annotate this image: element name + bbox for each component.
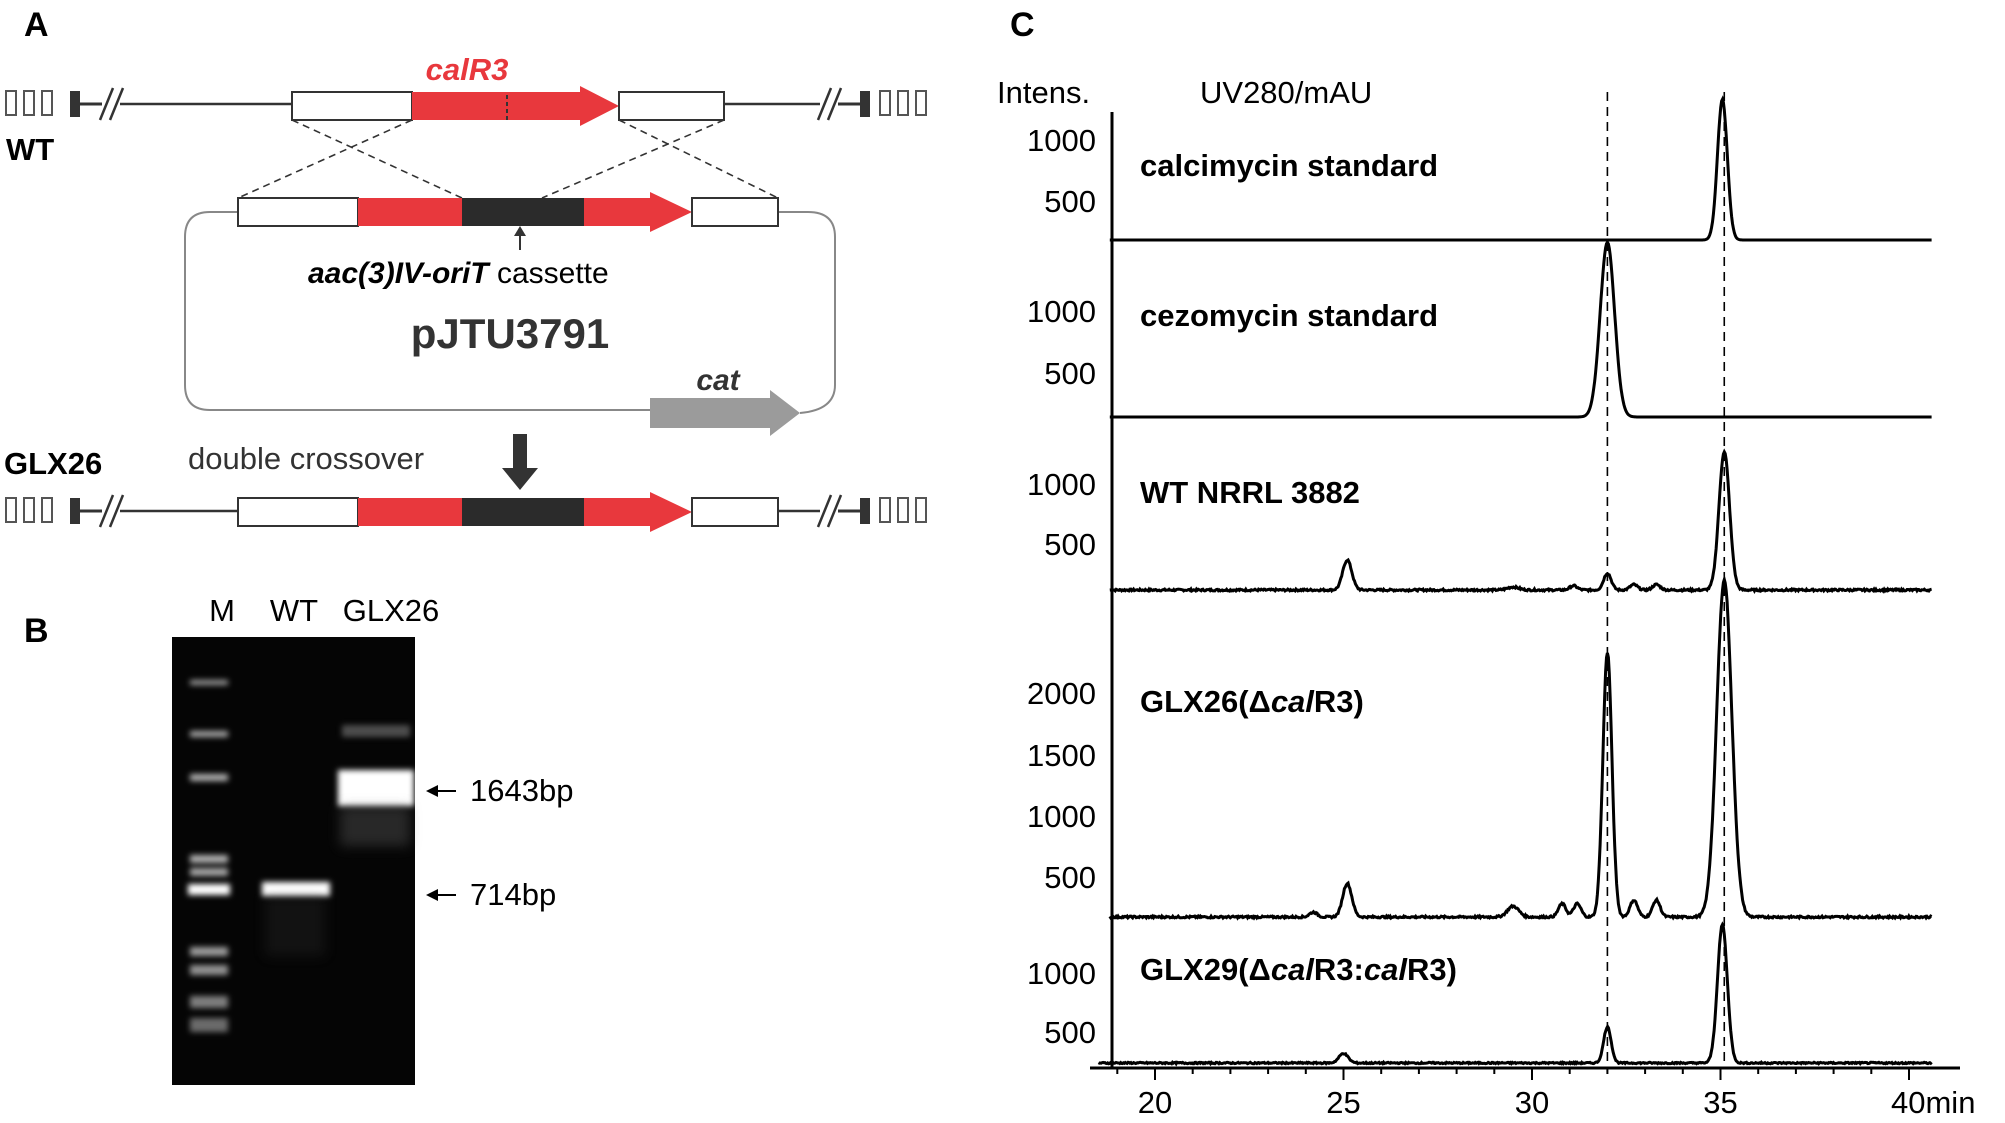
lane-label-glx26: GLX26 <box>343 593 440 628</box>
right-end-boxes <box>879 90 927 116</box>
trace-name: cezomycin standard <box>1140 298 1438 333</box>
mutant-label: GLX26 <box>4 446 102 481</box>
panel-b: B M WT GLX26 <box>24 593 573 1085</box>
chromatogram-trace <box>1097 921 1933 1067</box>
y-tick-label: 500 <box>1044 860 1096 895</box>
cassette-label-italic: aac(3)IV-oriT <box>308 257 491 290</box>
crossover-arrow-icon <box>502 434 538 490</box>
detector-label: UV280/mAU <box>1200 75 1372 110</box>
trace-name: GLX26(ΔcalR3) <box>1140 684 1364 719</box>
wt-chromosome <box>5 86 927 126</box>
crossover-label: double crossover <box>188 441 424 476</box>
band-label-1643: 1643bp <box>470 773 573 808</box>
calr3-gene-label: calR3 <box>426 52 509 87</box>
cat-label: cat <box>696 364 741 397</box>
right-flank-box <box>618 91 725 121</box>
band-arrow-714 <box>426 889 456 901</box>
break-marks-right <box>816 87 843 121</box>
panel-b-letter: B <box>24 612 49 650</box>
y-tick-label: 1500 <box>1027 738 1096 773</box>
chromatogram-trace <box>1109 95 1932 242</box>
band-label-714: 714bp <box>470 877 556 912</box>
gel-image <box>172 637 415 1085</box>
panel-a-letter: A <box>24 6 49 44</box>
panel-c: C Intens. UV280/mAU 20 25 30 35 40min 500 1000… <box>997 6 1975 1120</box>
plasmid-label: pJTU3791 <box>411 310 609 357</box>
y-tick-label: 500 <box>1044 184 1096 219</box>
lane-label-wt: WT <box>270 593 318 628</box>
x-tick-label: 20 <box>1138 1085 1172 1120</box>
panel-a: A calR3 WT <box>4 6 927 532</box>
crossover-dashes-top <box>237 119 779 199</box>
wt-label: WT <box>6 132 54 167</box>
cassette-block <box>462 198 584 226</box>
trace-name: calcimycin standard <box>1140 148 1438 183</box>
marker-ladder <box>188 680 230 1032</box>
panel-c-letter: C <box>1010 6 1035 44</box>
y-tick-label: 1000 <box>1027 294 1096 329</box>
trace-name: WT NRRL 3882 <box>1140 475 1360 510</box>
cassette-label-rest: cassette <box>489 257 609 290</box>
left-cap <box>70 91 80 117</box>
y-tick-label: 1000 <box>1027 799 1096 834</box>
y-tick-label: 2000 <box>1027 676 1096 711</box>
calr3-gene-arrow <box>412 86 619 126</box>
right-cap <box>860 91 870 117</box>
y-tick-label: 500 <box>1044 527 1096 562</box>
chromatogram-trace <box>1108 574 1933 921</box>
chromatogram-trace <box>1109 239 1932 419</box>
y-axis-label: Intens. <box>997 75 1090 110</box>
glx26-chromosome <box>5 492 927 532</box>
wt-band <box>262 882 330 896</box>
y-tick-label: 500 <box>1044 1015 1096 1050</box>
lane-label-m: M <box>209 593 235 628</box>
chromatogram-trace <box>1109 448 1932 594</box>
glx26-band <box>338 770 414 806</box>
x-tick-label: 40min <box>1891 1085 1975 1120</box>
chromatogram-chart: 20 25 30 35 40min 500 1000 calcimycin standard 5… <box>1027 92 1975 1120</box>
y-tick-label: 1000 <box>1027 467 1096 502</box>
x-tick-label: 35 <box>1703 1085 1737 1120</box>
plasmid-pjtu3791: aac(3)IV-oriT cassette pJTU3791 cat <box>184 192 836 436</box>
y-tick-label: 1000 <box>1027 123 1096 158</box>
cassette-label: aac(3)IV-oriT cassette <box>308 257 609 290</box>
y-tick-label: 500 <box>1044 356 1096 391</box>
x-tick-label: 25 <box>1326 1085 1360 1120</box>
break-marks-left <box>98 87 125 121</box>
y-tick-label: 1000 <box>1027 956 1096 991</box>
band-arrow-1643 <box>426 785 456 797</box>
x-tick-label: 30 <box>1515 1085 1549 1120</box>
left-flank-box <box>291 91 413 121</box>
cat-gene-arrow <box>650 390 800 436</box>
trace-name: GLX29(ΔcalR3:calR3) <box>1140 952 1457 987</box>
left-end-boxes <box>5 90 53 116</box>
